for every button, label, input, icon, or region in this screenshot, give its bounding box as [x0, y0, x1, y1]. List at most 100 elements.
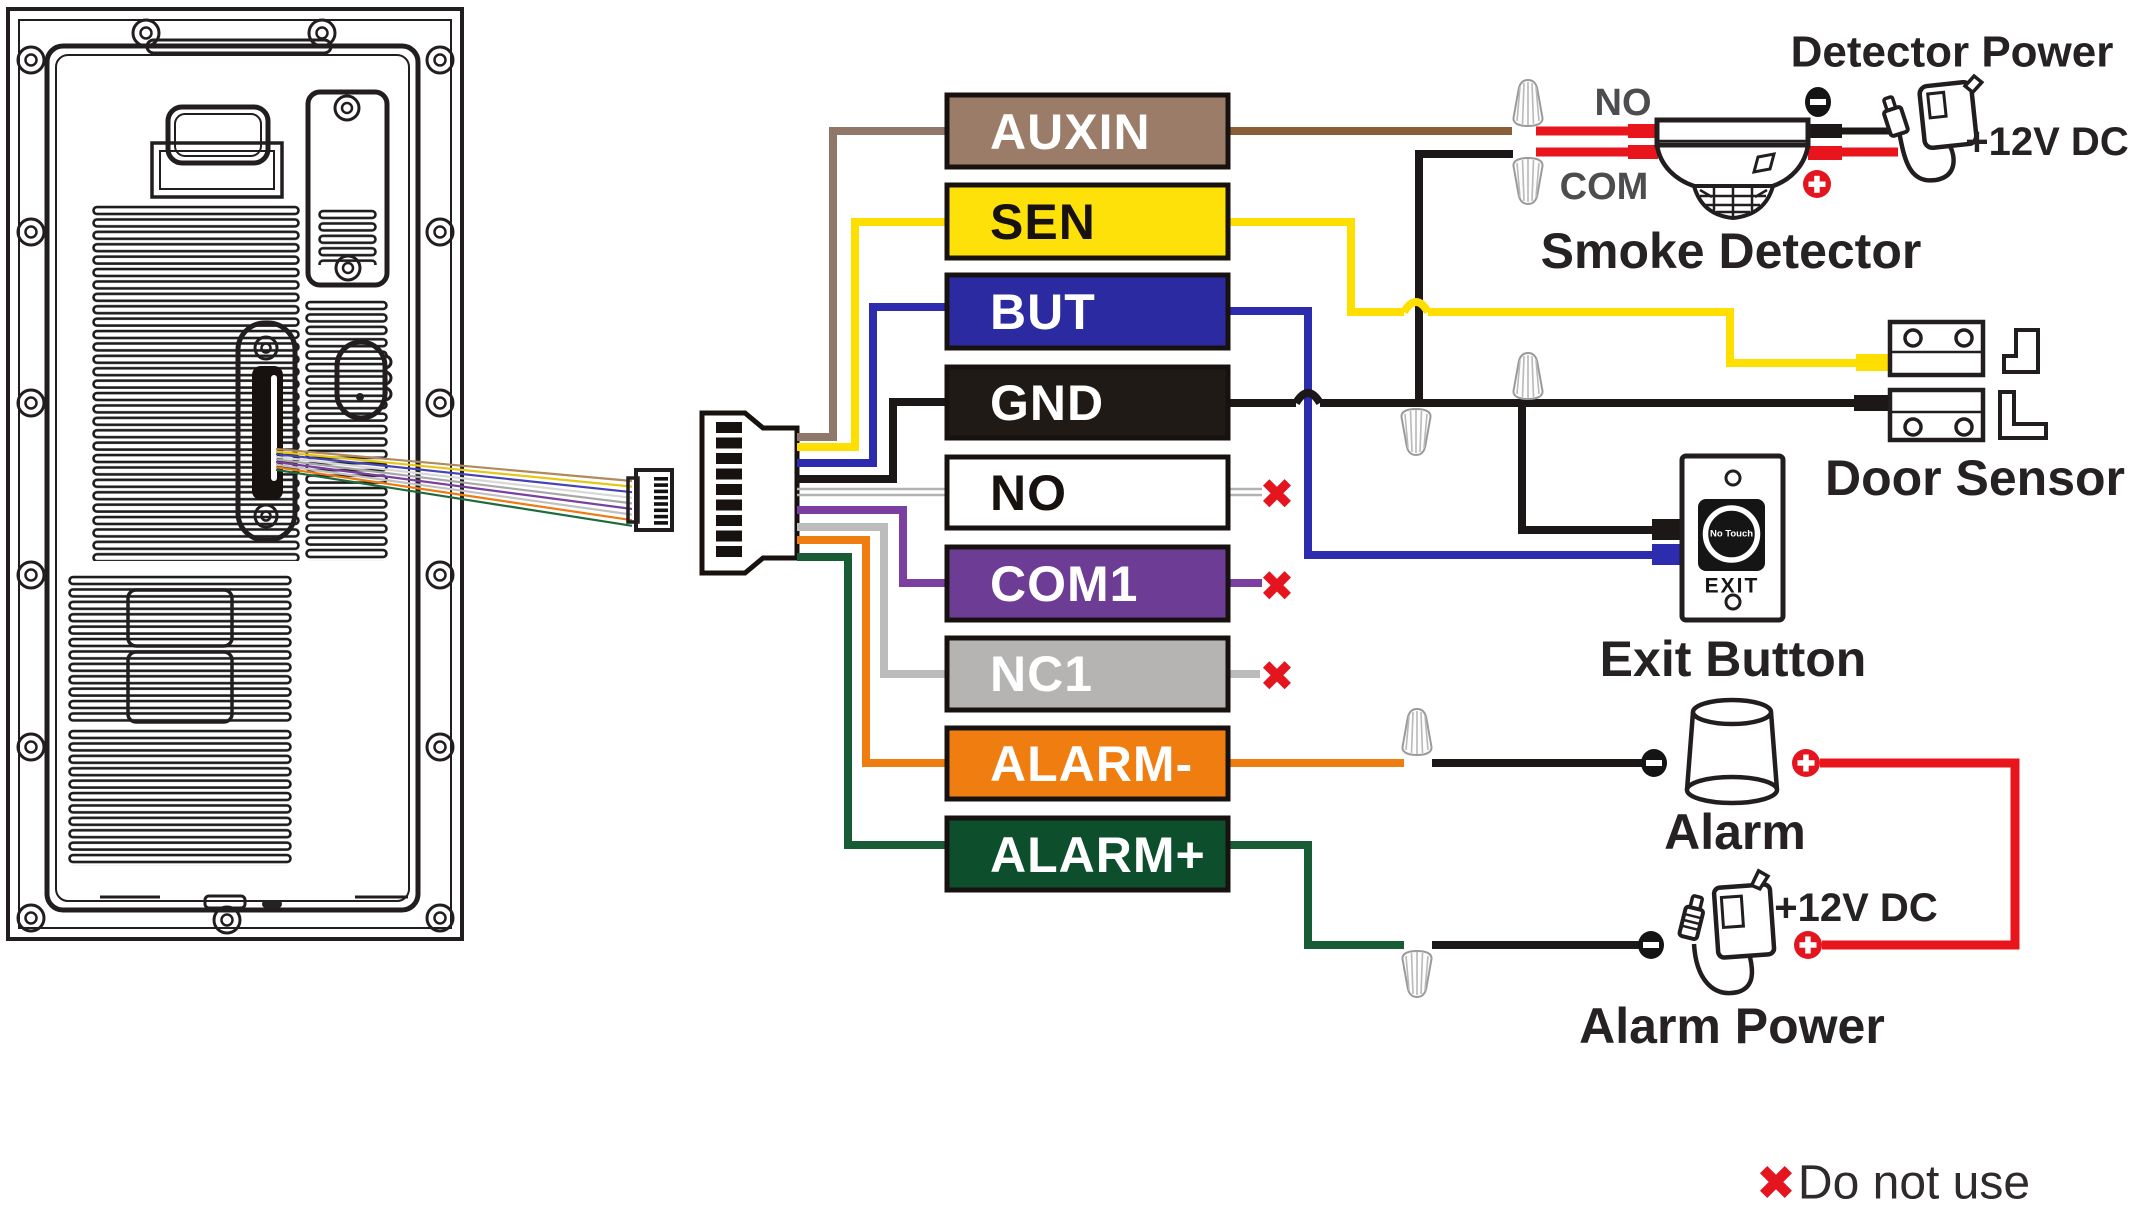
screw-icon	[1724, 469, 1742, 487]
screw-icon	[253, 335, 279, 361]
bracket-tray-inner	[159, 150, 275, 190]
terminal-label: ALARM-	[990, 736, 1193, 792]
vent-grille	[68, 729, 292, 866]
camera-boss	[165, 104, 271, 166]
side-access-panel	[305, 89, 390, 288]
terminal-label: GND	[990, 375, 1104, 431]
do-not-use-text: Do not use	[1798, 1157, 2030, 1210]
terminal-label: COM1	[990, 556, 1138, 612]
wire-nut-icon	[1401, 409, 1430, 455]
but-wire	[797, 303, 947, 467]
ribbon-cable	[275, 447, 633, 527]
mount-bracket-icon	[1998, 390, 2048, 440]
no-touch-ring-icon	[1702, 505, 1761, 563]
minus-icon	[1638, 931, 1664, 959]
alarm-power-adapter-icon	[1677, 868, 1777, 996]
plus-icon	[1794, 931, 1822, 959]
device-back-panel	[6, 7, 464, 941]
auxin-wire	[797, 127, 947, 441]
terminal-blocks: AUXIN SEN BUT GND NO COM1 NC1 ALARM-	[944, 92, 1231, 893]
connector-pins	[716, 422, 742, 557]
terminal-label: SEN	[990, 194, 1096, 250]
wire-nut-icon	[1402, 709, 1431, 755]
door-sensor: Door Sensor	[1825, 319, 2125, 506]
do-not-use-legend: ✖ Do not use	[1756, 1157, 2030, 1211]
screw-icon	[1724, 593, 1742, 611]
sen-wire	[797, 218, 947, 451]
vent-grille	[305, 300, 388, 561]
terminal-no: NO	[944, 454, 1231, 531]
blank-plate	[126, 588, 234, 648]
screw-icon	[333, 94, 361, 122]
detector-red-leads	[1536, 126, 1630, 157]
exit-button: No Touch EXIT Exit Button	[1600, 453, 1866, 687]
device-outer-frame-inner-line	[18, 19, 452, 929]
terminal-sen: SEN	[944, 182, 1231, 261]
bracket-tray	[150, 141, 284, 199]
do-not-use-x-icon: ✖	[1259, 653, 1294, 700]
detector-no-label: NO	[1595, 82, 1652, 124]
but-to-exit-button-wire	[1228, 307, 1656, 559]
wire-nut-icon	[1513, 80, 1542, 126]
oval-knockout	[334, 339, 388, 421]
alarm-label: Alarm	[1664, 804, 1806, 860]
field-wires	[1228, 124, 2020, 950]
minus-icon	[1805, 87, 1831, 117]
alarm-power-label: Alarm Power	[1579, 998, 1885, 1054]
terminal-nc1: NC1	[944, 635, 1231, 713]
mount-bracket-icon	[2002, 328, 2040, 374]
terminal-label: BUT	[990, 284, 1096, 340]
do-not-use-x-icon: ✖	[1259, 471, 1294, 518]
alarm-voltage-label: +12V DC	[1774, 886, 1937, 930]
terminal-label: AUXIN	[990, 104, 1151, 160]
com-to-gnd-wire	[1415, 150, 1513, 399]
no-stub	[1228, 487, 1262, 497]
blank-plate	[126, 650, 234, 724]
terminal-label: NO	[990, 465, 1067, 521]
sen-to-door-sensor-wire	[1228, 218, 1858, 367]
cable-slot	[252, 366, 283, 500]
screw-icon	[334, 254, 362, 282]
alarm-plus-run	[1228, 841, 1404, 949]
inline-connector	[626, 468, 674, 532]
detector-voltage-label: +12V DC	[1965, 120, 2128, 164]
alarm-siren-icon	[1684, 697, 1780, 806]
wire-nut-icon	[1513, 353, 1542, 399]
nc1-wire	[797, 523, 947, 678]
door-sensor-label: Door Sensor	[1825, 450, 2125, 506]
alarm-plus-wire	[797, 553, 947, 849]
door-sensor-icon	[1887, 319, 2048, 443]
do-not-use-x-icon: ✖	[1756, 1158, 1796, 1211]
harness-wires	[797, 127, 947, 849]
harness	[275, 410, 800, 576]
no-wire	[797, 487, 947, 497]
terminal-but: BUT	[944, 272, 1231, 351]
do-not-use-x-icon: ✖	[1259, 563, 1294, 610]
detector-com-label: COM	[1560, 166, 1649, 208]
bottom-tab	[203, 894, 247, 910]
smoke-detector-label: Smoke Detector	[1541, 223, 1922, 279]
gnd-to-door-sensor-wire	[1228, 389, 1856, 407]
connector-mount	[235, 320, 298, 543]
terminal-label: ALARM+	[990, 827, 1206, 883]
detector-power-adapter-icon	[1882, 73, 1985, 183]
terminal-alarm-minus: ALARM-	[944, 725, 1231, 802]
screw-icon	[253, 503, 279, 529]
smoke-detector-icon	[1654, 117, 1811, 221]
wire-nut-icon	[1513, 158, 1542, 204]
alarm-circuit: Alarm	[1641, 697, 1820, 860]
alarm-power: +12V DC Alarm Power	[1579, 868, 1938, 1054]
no-touch-text: No Touch	[1710, 529, 1753, 540]
minus-icon	[1641, 749, 1667, 777]
unused-terminal-marks: ✖ ✖ ✖	[1259, 471, 1294, 700]
gnd-wire	[797, 398, 947, 483]
terminal-com1: COM1	[944, 544, 1231, 623]
detector-power-label: Detector Power	[1791, 28, 2114, 77]
com1-wire	[797, 506, 947, 587]
plus-icon	[1803, 170, 1831, 198]
gnd-to-exit-button-wire	[1518, 405, 1656, 534]
terminal-alarm-plus: ALARM+	[944, 815, 1231, 893]
vent-grille	[68, 575, 292, 724]
camera-boss-inner	[174, 113, 262, 157]
terminal-auxin: AUXIN	[944, 92, 1231, 170]
